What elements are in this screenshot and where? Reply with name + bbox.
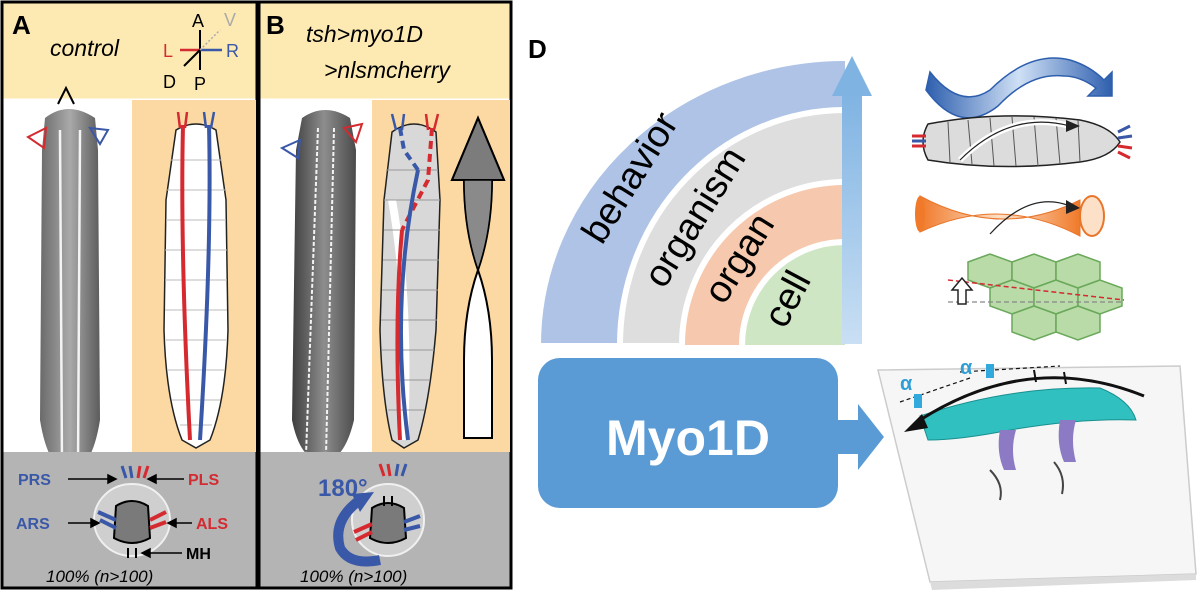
- left-arrowhead-red: [26, 126, 48, 150]
- panel-a-letter: A: [12, 10, 31, 40]
- label-pls: PLS: [188, 472, 219, 489]
- right-arrowhead-red: [342, 122, 364, 144]
- axis-dorsal: D: [163, 72, 176, 92]
- right-arrowhead-blue: [88, 126, 110, 146]
- larva-schematic-b: [379, 113, 441, 449]
- larva-photo-b: [279, 110, 364, 462]
- behavior-ribbon: [925, 57, 1113, 119]
- scale-up-arrow: [832, 56, 872, 344]
- panel-d: D behavior organism organ cell Myo1D: [528, 34, 1197, 590]
- axes-compass: A P L R V D: [163, 10, 239, 94]
- larva-schematic-a: [163, 111, 229, 449]
- head-mark: A: [59, 102, 60, 105]
- pointer-arrows-a: [68, 473, 192, 559]
- mouth-diagram-b: [351, 463, 425, 557]
- panel-b-footer: 100% (n>100): [300, 567, 407, 586]
- ring-cell: [742, 242, 845, 345]
- axis-posterior: P: [194, 74, 206, 94]
- myo1d-box: [538, 358, 838, 508]
- label-mh: MH: [186, 546, 211, 563]
- organism-larva: [912, 115, 1133, 168]
- panel-a-title: control: [50, 35, 120, 61]
- panel-b-title-2: >nlsmcherry: [324, 57, 451, 83]
- myo1d-label: Myo1D: [606, 410, 770, 466]
- panel-b-letter: B: [266, 10, 285, 40]
- mouth-diagram-a: [93, 465, 171, 558]
- angle-label-2: α: [960, 357, 973, 379]
- axis-left: L: [163, 41, 173, 61]
- axis-right: R: [226, 41, 239, 61]
- label-als: ALS: [196, 516, 228, 533]
- myo1d-pointer-arrow: [838, 404, 884, 470]
- panel-b-header: [260, 3, 510, 99]
- panel-a-footer: 100% (n>100): [46, 567, 153, 586]
- label-prs: PRS: [18, 472, 51, 489]
- twist-arrow: [450, 115, 506, 439]
- larva-photo-a: A: [26, 85, 110, 472]
- rotation-arrow: [333, 492, 381, 567]
- molecular-plate: α α: [877, 357, 1197, 590]
- panel-a: A control A P L R V D A: [0, 0, 259, 590]
- panel-b-title-1: tsh>myo1D: [306, 21, 423, 47]
- angle-label-1: α: [900, 373, 913, 395]
- left-arrowhead-blue: [279, 138, 302, 160]
- cell-sheet: [967, 253, 1123, 341]
- label-ars: ARS: [16, 516, 50, 533]
- panel-b: B tsh>myo1D >nlsmcherry: [257, 0, 513, 590]
- axis-ventral: V: [224, 10, 236, 30]
- cell-rotation-arrow: [950, 276, 974, 305]
- rotation-label: 180°: [318, 475, 368, 502]
- organ-twist: [915, 195, 1105, 237]
- panel-d-letter: D: [528, 34, 547, 64]
- axis-anterior: A: [192, 11, 204, 31]
- actin-curve-arrow: [919, 376, 1145, 422]
